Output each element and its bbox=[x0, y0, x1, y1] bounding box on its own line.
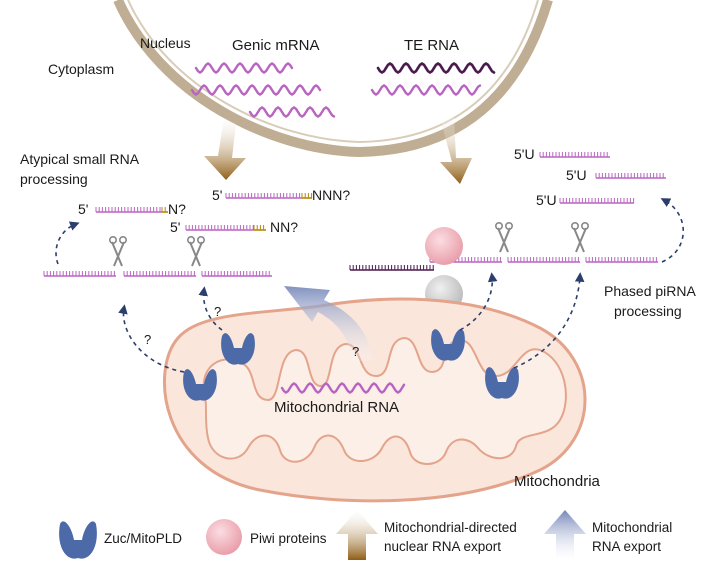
zuc-mitopld-icon bbox=[59, 521, 97, 559]
mitochondrion bbox=[162, 297, 587, 503]
svg-text:5': 5' bbox=[170, 219, 180, 235]
nucleus-envelope bbox=[113, 0, 553, 158]
genic-mrna-label: Genic mRNA bbox=[232, 37, 320, 54]
mitochondria-label: Mitochondria bbox=[514, 473, 601, 490]
dashed-arrow bbox=[118, 304, 185, 373]
svg-text:NNN?: NNN? bbox=[312, 187, 350, 203]
te-rna-label: TE RNA bbox=[404, 37, 459, 54]
svg-text:5'U: 5'U bbox=[536, 192, 557, 208]
nucleus-envelope-inner bbox=[127, 0, 539, 144]
nuclear-export-arrow-icon bbox=[336, 510, 378, 560]
atypical-processing-label-1: Atypical small RNA bbox=[20, 151, 140, 167]
legend-label-mito-export-2: RNA export bbox=[592, 539, 661, 554]
left-precursor-rna bbox=[43, 271, 272, 277]
scissors-icon bbox=[187, 235, 206, 267]
question-mark: ? bbox=[144, 332, 151, 347]
mitochondrial-cristae bbox=[202, 336, 567, 465]
legend-label-mito-export-1: Mitochondrial bbox=[592, 520, 672, 535]
nuclear-export-arrow-right bbox=[440, 118, 472, 184]
legend: Zuc/MitoPLD Piwi proteins Mitochondrial-… bbox=[59, 510, 672, 560]
zuc-mitopld-icon bbox=[485, 367, 519, 399]
scissors-icon bbox=[109, 235, 128, 267]
legend-label-piwi: Piwi proteins bbox=[250, 531, 327, 546]
te-rna-group bbox=[370, 61, 496, 96]
left-product-3: 5' NN? bbox=[170, 219, 298, 235]
mito-export-arrow-icon bbox=[544, 510, 586, 560]
legend-label-zuc: Zuc/MitoPLD bbox=[104, 531, 182, 546]
dashed-arrow bbox=[513, 272, 585, 369]
rna-squiggle bbox=[280, 382, 406, 394]
rna-squiggle bbox=[248, 106, 336, 118]
svg-text:5'U: 5'U bbox=[566, 167, 587, 183]
mitochondrial-rna-label: Mitochondrial RNA bbox=[274, 399, 399, 416]
cytoplasm-label: Cytoplasm bbox=[48, 61, 114, 77]
rna-squiggle bbox=[194, 62, 294, 74]
rna-squiggle bbox=[376, 61, 496, 75]
right-precursor-rna bbox=[429, 257, 658, 263]
nuclear-export-arrow-left bbox=[204, 118, 246, 180]
svg-text:5': 5' bbox=[78, 201, 88, 217]
dashed-arrow bbox=[55, 221, 80, 265]
svg-text:5'U: 5'U bbox=[514, 146, 535, 162]
zuc-mitopld-icon bbox=[221, 333, 255, 365]
legend-label-nuclear-export-2: nuclear RNA export bbox=[384, 539, 501, 554]
atypical-processing-label-2: processing bbox=[20, 171, 88, 187]
right-product-2: 5'U bbox=[566, 167, 666, 183]
phased-processing-label-2: processing bbox=[614, 303, 682, 319]
te-antisense-strand bbox=[349, 265, 434, 271]
rna-squiggle bbox=[370, 84, 482, 96]
mito-export-arrow bbox=[284, 286, 372, 362]
zuc-mitopld-icon bbox=[431, 329, 465, 361]
svg-text:NN?: NN? bbox=[270, 219, 298, 235]
nucleus-label: Nucleus bbox=[140, 35, 191, 51]
scissors-icon bbox=[571, 221, 590, 253]
svg-text:N?: N? bbox=[168, 201, 186, 217]
left-product-1: 5' N? bbox=[78, 201, 186, 217]
svg-text:5': 5' bbox=[212, 187, 222, 203]
piwi-protein-icon bbox=[425, 227, 463, 265]
dashed-arrow bbox=[660, 198, 685, 263]
left-product-2: 5' NNN? bbox=[212, 187, 350, 203]
question-mark: ? bbox=[214, 304, 221, 319]
legend-label-nuclear-export-1: Mitochondrial-directed bbox=[384, 520, 517, 535]
rna-squiggle bbox=[190, 84, 322, 96]
genic-mrna-group bbox=[190, 62, 336, 118]
scissors-icon bbox=[495, 221, 514, 253]
dashed-arrow bbox=[198, 286, 223, 331]
mitochondrial-rna bbox=[280, 382, 406, 394]
zuc-mitopld-icon bbox=[183, 369, 217, 401]
right-product-3: 5'U bbox=[536, 192, 635, 208]
phased-processing-label-1: Phased piRNA bbox=[604, 283, 696, 299]
question-mark: ? bbox=[352, 344, 359, 359]
right-product-1: 5'U bbox=[514, 146, 610, 162]
piwi-protein-icon bbox=[206, 519, 242, 555]
